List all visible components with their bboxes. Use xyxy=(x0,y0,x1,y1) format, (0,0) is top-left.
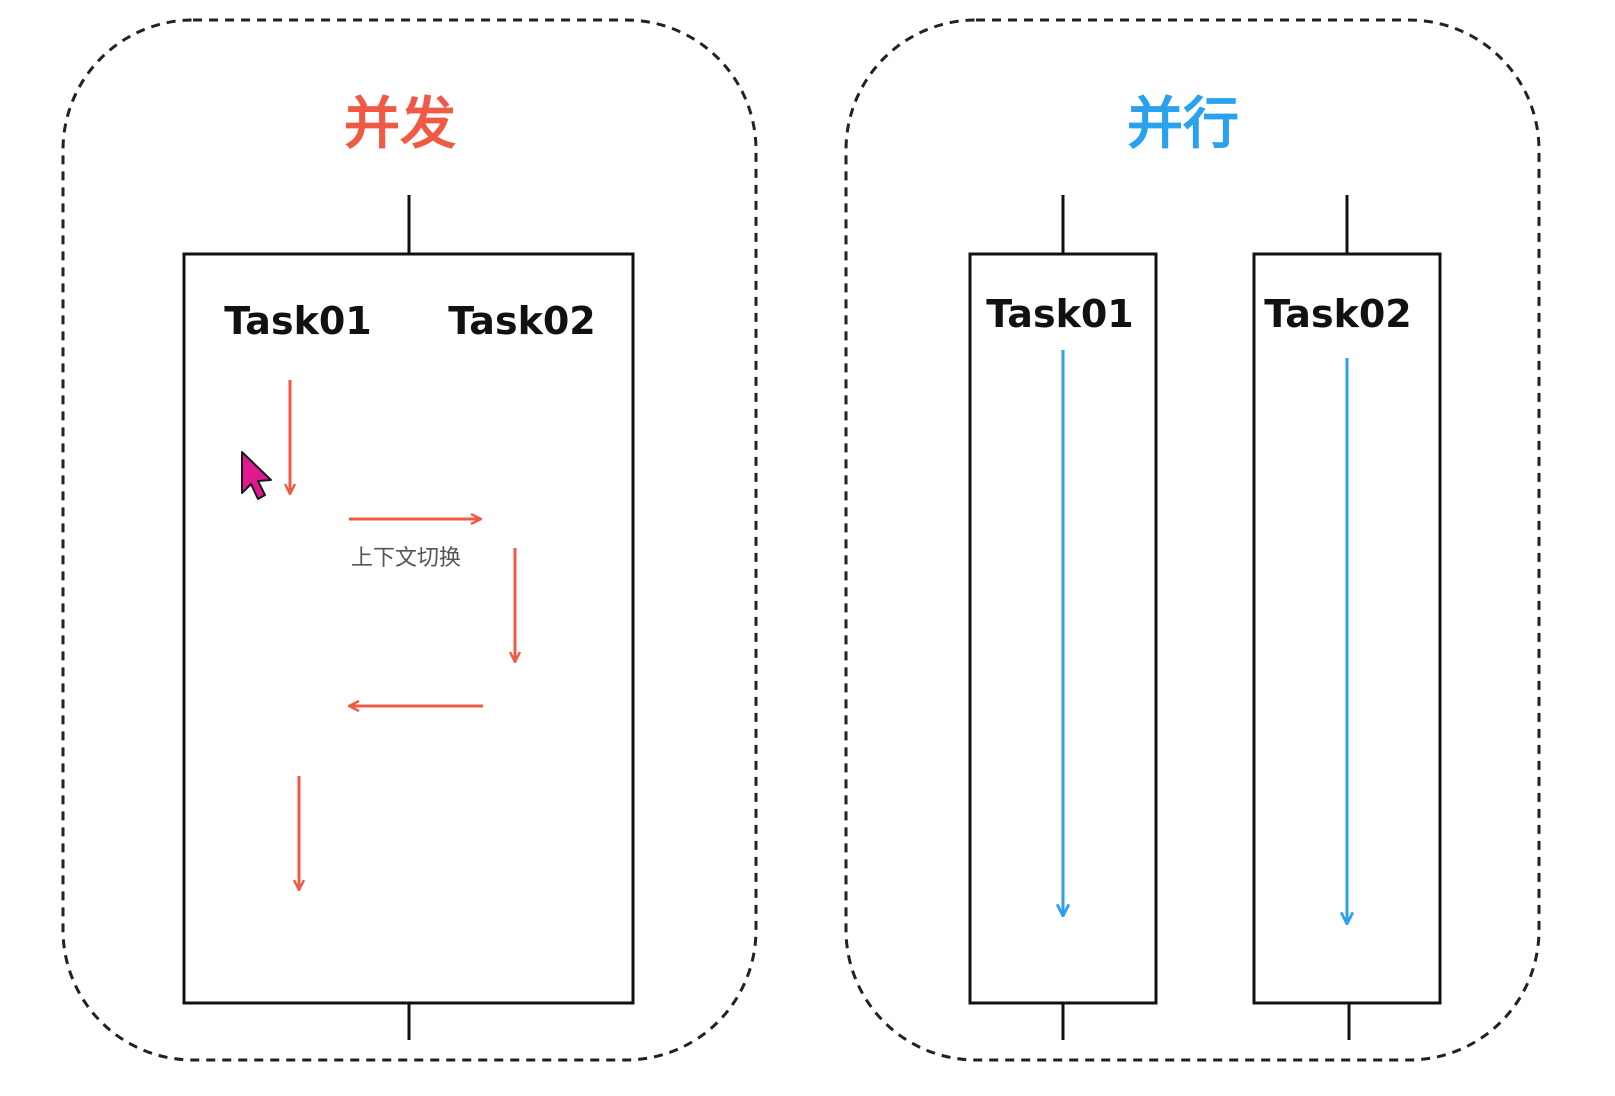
parallel-task02-label: Task02 xyxy=(1264,292,1411,336)
parallel-panel-border xyxy=(844,18,1541,1062)
concurrency-panel: 并发 Task01 Task02 上下文切换 xyxy=(61,18,758,1062)
concurrency-task02-label: Task02 xyxy=(448,299,595,343)
parallel-task01-label: Task01 xyxy=(986,292,1133,336)
concurrency-panel-border xyxy=(61,18,758,1062)
cpu2-box xyxy=(1252,252,1442,1005)
mouse-pointer-icon xyxy=(241,451,272,500)
single-cpu-box xyxy=(182,252,635,1005)
concurrency-task01-label: Task01 xyxy=(224,299,371,343)
context-switch-label: 上下文切换 xyxy=(351,546,461,571)
concurrency-title: 并发 xyxy=(344,92,456,157)
parallel-panel: 并行 Task01 Task02 xyxy=(844,18,1541,1062)
parallel-title: 并行 xyxy=(1127,92,1239,157)
